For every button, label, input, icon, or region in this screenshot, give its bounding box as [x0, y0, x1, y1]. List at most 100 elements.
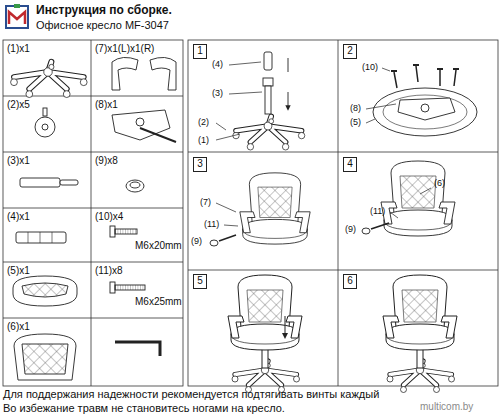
part-cell: (11)x8M6x25mm — [91, 262, 185, 318]
callout-number: (9) — [191, 236, 202, 247]
step4-picture — [362, 228, 370, 234]
step2-picture — [398, 98, 455, 120]
step1-picture — [288, 58, 289, 108]
part-count: (2)x5 — [7, 99, 30, 111]
step4-picture — [390, 188, 431, 218]
step3-picture — [240, 173, 310, 244]
part-count: (9)x8 — [95, 155, 118, 167]
parts-pictures — [22, 283, 68, 297]
parts-pictures — [14, 334, 76, 380]
parts-pictures — [20, 178, 60, 187]
callout-number: (7) — [200, 197, 211, 208]
part-cell: (9)x8 — [91, 152, 183, 208]
part-count: (8)x1 — [95, 99, 118, 111]
step3-picture — [219, 235, 236, 241]
screw-size: M6x20mm — [135, 240, 182, 252]
step2-picture — [373, 88, 477, 136]
part-count: (5)x1 — [7, 265, 30, 277]
callout-number: (3) — [212, 88, 223, 99]
part-cell: (3)x1 — [3, 152, 91, 208]
parts-pictures — [136, 118, 144, 126]
step2-picture — [391, 65, 459, 71]
step-number-box: 4 — [343, 157, 357, 172]
parts-pictures — [43, 108, 47, 116]
step-number: 3 — [194, 158, 206, 170]
part-count: (10)x4 — [95, 211, 123, 223]
parts-pictures — [110, 226, 115, 237]
callout-number: (10) — [362, 62, 378, 73]
parts-pictures — [112, 57, 138, 90]
logo-icon — [6, 4, 28, 28]
parts-pictures — [130, 182, 140, 188]
watermark: multicom.by — [420, 401, 473, 413]
part-cell: (10)x4M6x20mm — [91, 208, 185, 262]
step4-picture — [371, 223, 389, 229]
callout-number: (9) — [345, 224, 356, 235]
step-number: 6 — [344, 275, 356, 287]
callout-number: (8) — [350, 103, 361, 114]
step2-picture — [383, 95, 467, 129]
note: Для поддержания надежности рекомендуется… — [3, 388, 379, 401]
step-number: 5 — [194, 275, 206, 287]
part-count: (1)x1 — [7, 43, 30, 55]
step1-picture — [264, 52, 272, 70]
step2-picture — [394, 66, 456, 88]
callout-number: (2) — [198, 117, 209, 128]
callout-number: (4) — [212, 59, 223, 70]
step1-picture — [263, 78, 273, 86]
step3-picture — [210, 173, 310, 246]
step4-picture — [362, 161, 455, 236]
callout-number: (6) — [434, 178, 445, 189]
parts-pictures — [150, 57, 176, 90]
subtitle: Офисное кресло MF-3047 — [36, 19, 169, 32]
parts-pictures — [126, 180, 144, 192]
parts-grid — [3, 40, 183, 386]
title: Инструкция по сборке. — [36, 3, 172, 17]
step6-picture — [383, 275, 457, 393]
part-cell: (7)x1(L)x1(R) — [91, 40, 183, 96]
parts-pictures — [115, 229, 137, 234]
logo-icon — [6, 6, 28, 28]
callout-number: (1) — [198, 135, 209, 146]
part-count: (4)x1 — [7, 211, 30, 223]
part-count: (6)x1 — [7, 321, 30, 333]
step6-picture — [383, 275, 457, 393]
part-cell: (8)x1 — [91, 96, 183, 152]
parts-grid — [3, 40, 183, 386]
part-cell: (1)x1 — [3, 40, 91, 96]
callout-number: (5) — [350, 117, 361, 128]
parts-grid — [3, 40, 183, 386]
step1-picture — [216, 52, 305, 150]
part-cell: (4)x1 — [3, 208, 91, 262]
step5-picture — [228, 275, 302, 393]
callout-number: (11) — [204, 219, 219, 230]
step2-picture — [421, 104, 429, 112]
step-number: 2 — [344, 45, 356, 57]
step-number: 4 — [344, 158, 356, 170]
logo-icon — [9, 12, 25, 24]
step4-picture — [381, 161, 455, 236]
step3-picture — [210, 240, 218, 246]
step-number: 1 — [194, 45, 206, 57]
parts-pictures — [42, 124, 48, 130]
step1-picture — [233, 116, 305, 150]
parts-pictures — [140, 128, 176, 142]
step-number-box: 2 — [343, 44, 357, 59]
parts-pictures — [11, 62, 88, 98]
step-number-box: 6 — [343, 274, 357, 289]
parts-pictures — [11, 57, 176, 380]
step-number-box: 1 — [193, 44, 207, 59]
screw-size: M6x25mm — [135, 296, 182, 308]
parts-pictures — [115, 285, 145, 290]
step1-picture — [216, 62, 262, 140]
parts-pictures — [110, 282, 115, 293]
part-cell: (2)x5 — [3, 96, 91, 152]
callout-number: (11) — [370, 206, 385, 217]
part-cell: (5)x1 — [3, 262, 91, 318]
logo-icon — [14, 4, 20, 8]
parts-pictures — [115, 342, 160, 356]
step1-picture — [265, 86, 271, 114]
step2-picture — [366, 68, 396, 123]
step-number-box: 5 — [193, 274, 207, 289]
parts-pictures — [13, 276, 77, 306]
